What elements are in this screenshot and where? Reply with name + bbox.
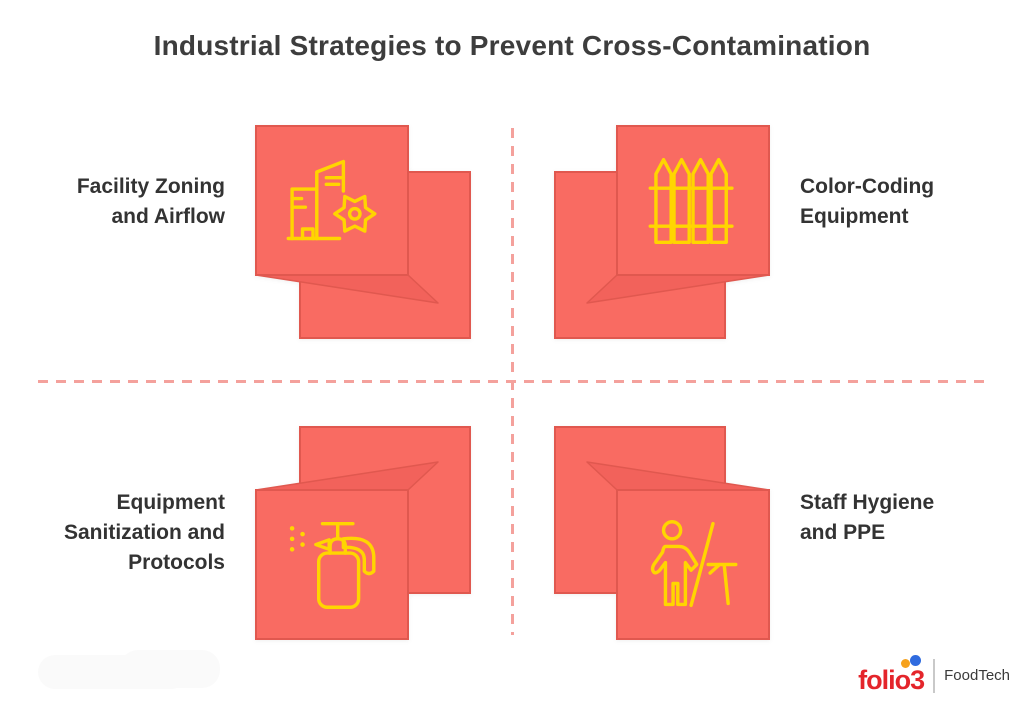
box-facility-zoning xyxy=(255,125,471,339)
label-line: Equipment xyxy=(800,205,909,228)
box-equipment-sanitization xyxy=(255,426,471,640)
label-line: Sanitization and xyxy=(63,521,225,544)
logo-brand-wrap: folio3 xyxy=(858,655,925,696)
horizontal-dashed-divider xyxy=(38,380,990,383)
logo-blue-dot-icon xyxy=(910,655,922,666)
label-facility-zoning: Facility Zoning and Airflow xyxy=(30,172,225,232)
label-color-coding: Color-Coding Equipment xyxy=(800,172,1015,232)
logo-orange-dot-icon xyxy=(901,659,911,668)
label-line: and Airflow xyxy=(111,205,225,228)
vertical-dashed-divider xyxy=(511,128,514,635)
box-color-coding xyxy=(554,125,770,339)
logo: folio3 FoodTech xyxy=(858,655,1010,696)
label-line: Equipment xyxy=(116,491,226,514)
logo-separator xyxy=(933,658,936,693)
label-line: Protocols xyxy=(128,551,225,574)
label-line: Color-Coding xyxy=(800,175,935,198)
label-line: Staff Hygiene xyxy=(800,491,935,514)
label-equipment-sanitization: Equipment Sanitization and Protocols xyxy=(30,488,225,578)
logo-suffix-text: FoodTech xyxy=(944,667,1010,684)
label-staff-hygiene: Staff Hygiene and PPE xyxy=(800,488,1015,548)
watermark-blob xyxy=(120,650,220,688)
box-staff-hygiene xyxy=(554,426,770,640)
label-line: and PPE xyxy=(800,521,886,544)
label-line: Facility Zoning xyxy=(76,175,225,198)
page-title: Industrial Strategies to Prevent Cross-C… xyxy=(153,30,871,61)
logo-brand-text: folio3 xyxy=(858,665,925,695)
